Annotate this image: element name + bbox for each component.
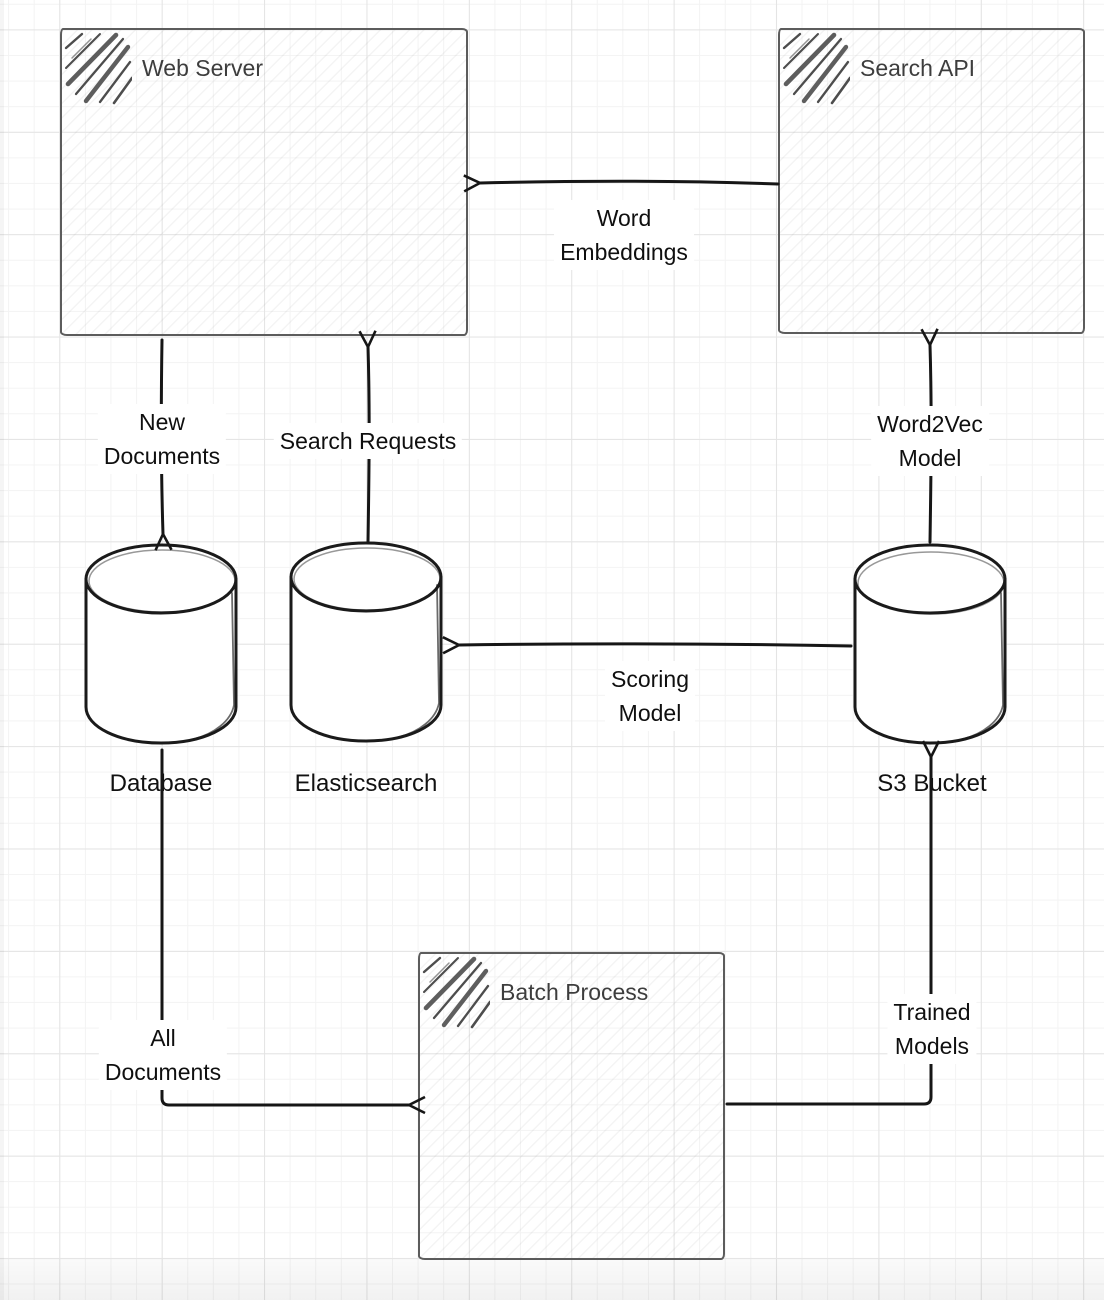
hatch-icon [64, 32, 132, 105]
hatch-icon [422, 956, 490, 1029]
cylinder-shape [289, 541, 443, 743]
cylinder-shape [84, 543, 238, 745]
edge-scoring-model[interactable] [442, 636, 853, 655]
hatch-icon [782, 32, 850, 105]
edge-word-embeddings[interactable] [463, 174, 780, 193]
edge-label-word-embeddings: Word Embeddings [554, 200, 694, 270]
node-elasticsearch[interactable] [287, 535, 445, 752]
cylinder-shape [853, 543, 1007, 745]
node-search-api[interactable]: Search API [778, 28, 1085, 334]
edge-label-search-requests: Search Requests [273, 423, 463, 459]
edge-trained-models[interactable] [725, 740, 941, 1106]
node-label-search-api: Search API [860, 55, 976, 81]
canvas-edge-shade-left [0, 0, 4, 1300]
node-label-batch-process: Batch Process [500, 979, 649, 1005]
node-label-elasticsearch: Elasticsearch [294, 770, 438, 797]
edge-label-all-documents: All Documents [98, 1020, 228, 1090]
edge-label-scoring-model: Scoring Model [605, 661, 695, 731]
node-database[interactable] [82, 537, 240, 754]
edge-label-new-documents: New Documents [97, 404, 227, 474]
edge-label-trained-models: Trained Models [887, 994, 977, 1064]
canvas-edge-shade-bottom [0, 1259, 1104, 1300]
node-batch-process[interactable]: Batch Process [418, 952, 725, 1260]
node-label-web-server: Web Server [142, 55, 264, 81]
node-web-server[interactable]: Web Server [60, 28, 468, 336]
node-s3-bucket[interactable] [851, 537, 1009, 754]
edge-label-word2vec-model: Word2Vec Model [871, 406, 989, 476]
edge-all-documents[interactable] [160, 748, 426, 1115]
